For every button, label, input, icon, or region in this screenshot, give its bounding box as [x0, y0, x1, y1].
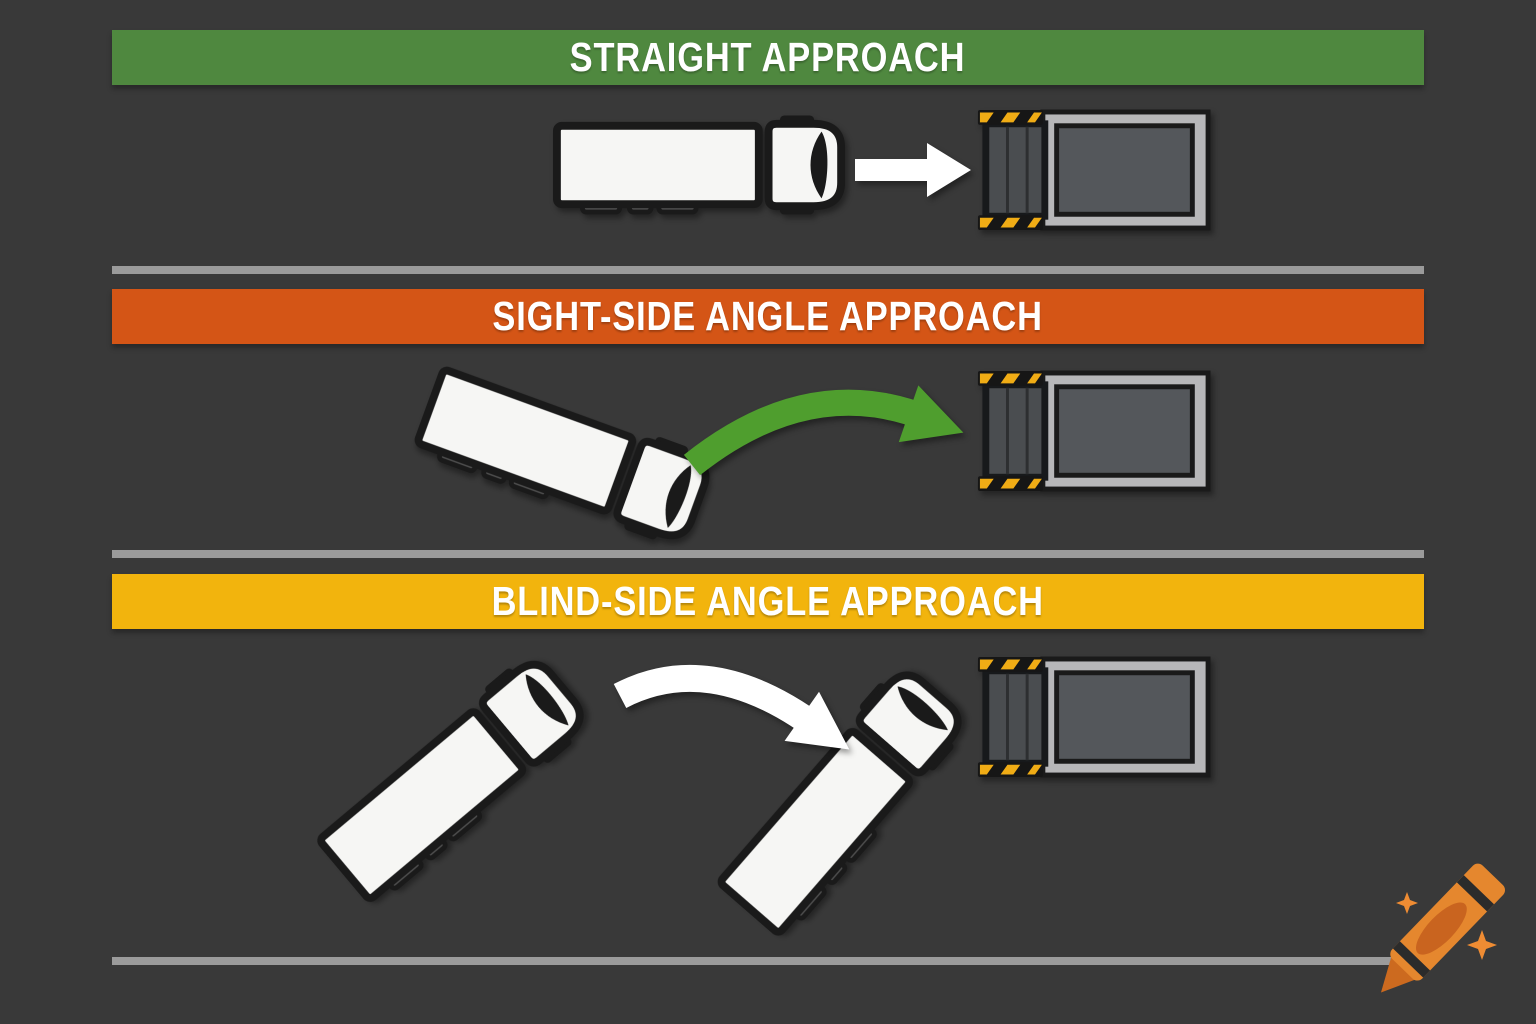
- banner-sight-side-approach: SIGHT-SIDE ANGLE APPROACH: [112, 289, 1424, 344]
- sparkle-icon: [1396, 892, 1497, 960]
- banner-straight-approach: STRAIGHT APPROACH: [112, 30, 1424, 85]
- section-divider: [112, 550, 1424, 558]
- loading-dock-icon: [976, 657, 1212, 779]
- truck-icon: [410, 359, 720, 552]
- straight-arrow-icon: [855, 143, 971, 197]
- banner-label: STRAIGHT APPROACH: [570, 34, 966, 80]
- banner-blind-side-approach: BLIND-SIDE ANGLE APPROACH: [112, 574, 1424, 629]
- section-divider: [112, 266, 1424, 274]
- crayon-watermark-icon: [1380, 863, 1506, 993]
- loading-dock-icon: [976, 110, 1212, 232]
- curved-arrow-icon: [613, 664, 850, 750]
- crayon-body: [1380, 863, 1506, 993]
- truck-icon: [310, 646, 598, 910]
- curved-arrow-icon: [683, 385, 964, 476]
- banner-label: BLIND-SIDE ANGLE APPROACH: [491, 578, 1045, 624]
- truck-icon: [553, 116, 847, 214]
- banner-label: SIGHT-SIDE ANGLE APPROACH: [492, 293, 1044, 339]
- section-divider: [112, 957, 1424, 965]
- loading-dock-icon: [976, 371, 1212, 493]
